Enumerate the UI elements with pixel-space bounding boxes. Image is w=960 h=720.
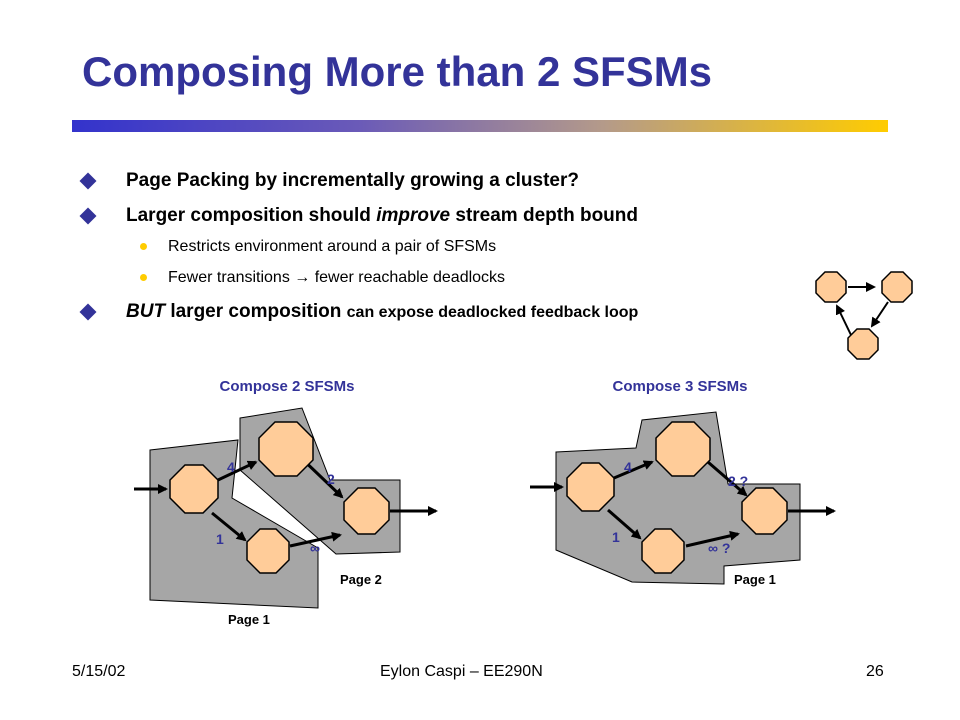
edge-label-1: 1 <box>216 531 224 547</box>
bullet-text: Page Packing by incrementally growing a … <box>126 170 579 191</box>
sub-bullet-text: Fewer transitions → fewer reachable dead… <box>168 269 506 286</box>
sfsm-node <box>655 421 711 477</box>
footer-page-number: 26 <box>866 663 884 680</box>
sfsm-node <box>641 528 685 574</box>
dot-bullet-icon <box>140 274 147 281</box>
title-underline-bar <box>72 120 888 132</box>
cluster-page-1 <box>555 411 801 585</box>
edge-label-4: 4 <box>624 459 632 475</box>
sfsm-node <box>169 464 219 514</box>
edge-label-infinity: ∞ <box>310 540 320 556</box>
edge-label-2: 2 <box>327 471 335 487</box>
page-2-label: Page 2 <box>340 572 382 587</box>
bullet-text: Larger composition should improve stream… <box>126 205 639 226</box>
page-1-label: Page 1 <box>734 572 776 587</box>
compose-2-diagram: Compose 2 SFSMs 4 2 1 ∞ Page 2 Page 1 <box>134 378 438 627</box>
caption-compose-2: Compose 2 SFSMs <box>219 378 354 395</box>
edge-label-4: 4 <box>227 459 235 475</box>
slide-title: Composing More than 2 SFSMs <box>82 48 713 95</box>
sfsm-node <box>246 528 290 574</box>
edge-label-1: 1 <box>612 529 620 545</box>
edge-label-infinity-question: ∞ ? <box>708 540 730 556</box>
sfsm-node <box>741 487 788 535</box>
sfsm-node <box>258 421 314 477</box>
sfsm-node <box>343 487 390 535</box>
compose-3-diagram: Compose 3 SFSMs 4 2 ? 1 ∞ ? Page 1 <box>530 378 836 587</box>
edge-label-2-question: 2 ? <box>728 473 748 489</box>
footer-author: Eylon Caspi – EE290N <box>380 663 543 680</box>
caption-compose-3: Compose 3 SFSMs <box>612 378 747 395</box>
footer-date: 5/15/02 <box>72 663 126 680</box>
sfsm-node <box>566 462 615 512</box>
page-1-label: Page 1 <box>228 612 270 627</box>
dot-bullet-icon <box>140 243 147 250</box>
feedback-loop-icon <box>815 271 913 360</box>
bullet-text: BUT larger composition can expose deadlo… <box>126 301 639 322</box>
sub-bullet-text: Restricts environment around a pair of S… <box>168 238 497 255</box>
